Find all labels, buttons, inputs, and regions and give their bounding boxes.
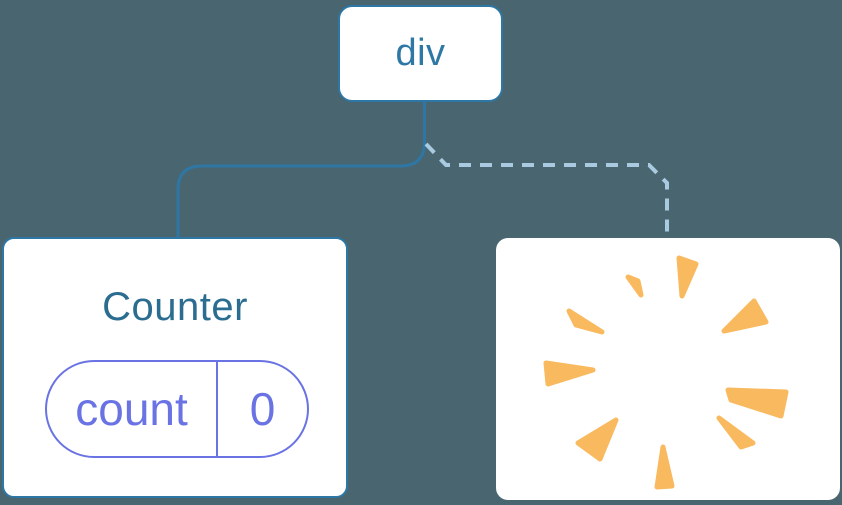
edge-div-to-removed [424,142,669,238]
removed-component-card [496,238,840,500]
state-pill: count 0 [45,360,309,458]
state-value: 0 [249,383,276,435]
root-node-div: div [338,5,503,102]
root-node-label: div [395,32,446,74]
state-key: count [47,362,218,456]
edge-div-to-counter [176,100,426,238]
counter-component-card: Counter count 0 [2,237,348,498]
poof-burst-icon [543,255,789,490]
counter-title: Counter [102,285,248,329]
